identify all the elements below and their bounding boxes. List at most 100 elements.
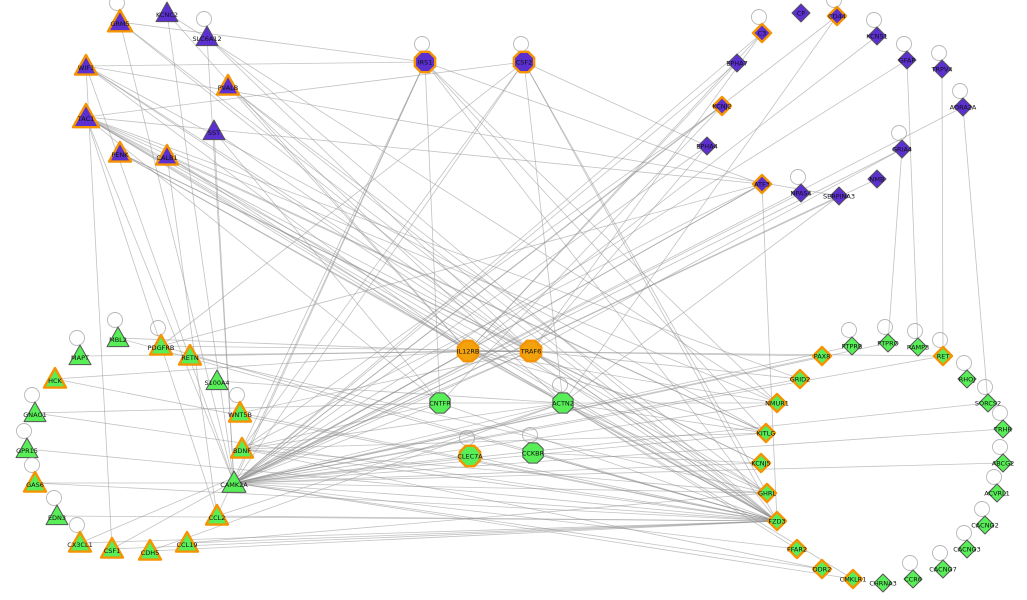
edge-SST-CNTFR[interactable] [213, 130, 441, 404]
edge-PVALB-ACTN2[interactable] [227, 85, 564, 404]
edge-TAC1-NMUR1[interactable] [85, 116, 778, 404]
edge-CAMK2A-ABCG2[interactable] [233, 462, 1004, 484]
self-loop-edge[interactable] [986, 469, 1002, 485]
edge-CAMK2A-KCNJ5[interactable] [233, 462, 762, 484]
edge-CNTFR-CAMK2A[interactable] [233, 402, 441, 484]
node-GRM5[interactable]: GRM5 [106, 0, 134, 33]
edge-GRIA4-TRAF6[interactable] [530, 148, 903, 352]
edge-BDNF-ACTN2[interactable] [241, 402, 564, 450]
edge-CNTFR-BDNF[interactable] [241, 402, 441, 450]
edge-CAMK2A-GHRL[interactable] [233, 482, 768, 494]
edge-RAMP3-GFAP[interactable] [906, 59, 919, 348]
node-CSF1[interactable]: CSF1 [99, 536, 125, 559]
node-CP[interactable]: CP [791, 3, 811, 23]
self-loop-edge[interactable] [229, 387, 245, 403]
self-loop-edge[interactable] [46, 490, 62, 506]
edge-IRS1-FZD3[interactable] [424, 61, 778, 522]
edge-WIF1-TRAF6[interactable] [85, 65, 532, 352]
edge-CAMK2A-PTPRB[interactable] [233, 345, 853, 484]
self-loop-edge[interactable] [932, 332, 948, 348]
edge-RETN-IL12RB2[interactable] [189, 350, 469, 357]
node-KCNC2[interactable]: KCNC2 [155, 1, 179, 23]
self-loop-edge[interactable] [907, 323, 923, 339]
edge-WIF1-SERPINA3[interactable] [85, 65, 840, 197]
edge-TRPV4-RET[interactable] [941, 68, 944, 357]
edge-CDH5-FZD3[interactable] [149, 520, 778, 552]
edge-NPAS4-CAMK2A[interactable] [233, 192, 802, 484]
self-loop-edge[interactable] [902, 555, 918, 571]
edge-CSF2-FZD3[interactable] [523, 61, 778, 522]
edge-SORCS2-ADRA2A[interactable] [962, 106, 989, 404]
self-loop-edge[interactable] [826, 0, 842, 8]
node-C3[interactable]: C3 [751, 9, 773, 44]
self-loop-edge[interactable] [790, 169, 806, 185]
node-FZD3[interactable]: FZD3 [766, 510, 788, 532]
node-GFAP[interactable]: GFAP [896, 36, 917, 70]
edge-CCL2-ACTN2[interactable] [216, 402, 564, 517]
edge-BDNF-GHRL[interactable] [241, 448, 768, 494]
node-TRAF6[interactable]: TRAF6 [519, 339, 543, 363]
edge-CD44-ACTN2[interactable] [562, 15, 838, 404]
edge-ATF3-IL12RB2[interactable] [467, 183, 763, 352]
edge-CSF2-ACTN2[interactable] [523, 61, 564, 404]
edge-EPHA4-CAMK2A[interactable] [233, 145, 708, 484]
node-RHOJ[interactable]: RHOJ [956, 355, 977, 389]
edge-CALB1-IL12RB2[interactable] [166, 155, 469, 352]
edge-WIF1-IL12RB2[interactable] [85, 65, 469, 352]
edge-CALB1-CCL2[interactable] [166, 155, 218, 517]
node-NMUR1[interactable]: NMUR1 [765, 392, 789, 414]
edge-IL12RB2-KITLG[interactable] [467, 350, 767, 434]
edge-NMB-CAMK2A[interactable] [233, 178, 878, 484]
self-loop-edge[interactable] [992, 439, 1008, 455]
edge-CSF2-PDGFRB[interactable] [160, 61, 525, 347]
self-loop-edge[interactable] [896, 36, 912, 52]
node-HCK[interactable]: HCK [42, 366, 68, 389]
node-CSF2[interactable]: CSF2 [512, 36, 536, 74]
edge-CX3CL1-TRAF6[interactable] [79, 350, 532, 544]
edge-GPR15-FZD3[interactable] [26, 448, 778, 522]
edge-EPHA7-IL12RB2[interactable] [467, 62, 738, 352]
edge-GRIA4-CAMK2A[interactable] [233, 148, 903, 484]
node-MBL2[interactable]: MBL2 [106, 312, 130, 348]
node-MAPT[interactable]: MAPT [68, 330, 92, 366]
edge-CAMK2A-KITLG[interactable] [233, 432, 767, 484]
edge-ATF3-FZD3[interactable] [761, 183, 778, 522]
edge-PENK-FZD3[interactable] [119, 152, 778, 522]
edge-ACTN2-FZD3[interactable] [562, 402, 778, 522]
edge-WNT5B-FZD3[interactable] [239, 412, 778, 522]
self-loop-edge[interactable] [109, 0, 125, 11]
self-loop-edge[interactable] [992, 405, 1008, 421]
self-loop-edge[interactable] [932, 545, 948, 561]
node-CALB1[interactable]: CALB1 [154, 143, 180, 166]
edge-BDNF-FZD3[interactable] [241, 448, 778, 522]
edge-CX3CL1-FZD3[interactable] [79, 520, 778, 544]
edge-EPHA4-TRAF6[interactable] [530, 145, 708, 352]
node-CMKLR1[interactable]: CMKLR1 [840, 568, 867, 590]
edge-ACTN2-KITLG[interactable] [562, 402, 767, 434]
edge-TAC1-ATF3[interactable] [85, 116, 763, 185]
edge-KCNS1-IL12RB2[interactable] [467, 35, 878, 352]
edge-C3-TRAF6[interactable] [530, 32, 763, 352]
edge-IRS1-CNTFR[interactable] [424, 61, 441, 404]
node-GRID2[interactable]: GRID2 [790, 368, 811, 390]
node-PTPRO[interactable]: PTPRO [877, 319, 899, 353]
edge-CCL2-FZD3[interactable] [216, 515, 778, 522]
self-loop-edge[interactable] [150, 320, 166, 336]
self-loop-edge[interactable] [69, 330, 85, 346]
edge-CAMK2A-FZD3[interactable] [233, 482, 778, 522]
edge-S100A4-ACTN2[interactable] [216, 380, 564, 404]
node-CCL2[interactable]: CCL2 [204, 503, 230, 526]
edge-WIF1-IRS1[interactable] [85, 61, 426, 67]
node-CX3CL1[interactable]: CX3CL1 [67, 517, 93, 553]
edge-TAC1-CSF2[interactable] [85, 61, 525, 118]
self-loop-edge[interactable] [414, 36, 430, 52]
node-EPHA4[interactable]: EPHA4 [696, 136, 718, 156]
edge-RETN-GHRL[interactable] [189, 355, 768, 494]
edge-WIF1-FZD3[interactable] [85, 65, 778, 522]
node-CACNG7[interactable]: CACNG7 [929, 545, 957, 579]
edge-IRS1-NMUR1[interactable] [424, 61, 778, 404]
edge-CAMK2A-ACTN2[interactable] [233, 402, 564, 484]
node-IRS1[interactable]: IRS1 [413, 36, 437, 74]
node-TRHR[interactable]: TRHR [992, 405, 1013, 439]
edge-CSF2-BDNF[interactable] [241, 61, 525, 450]
